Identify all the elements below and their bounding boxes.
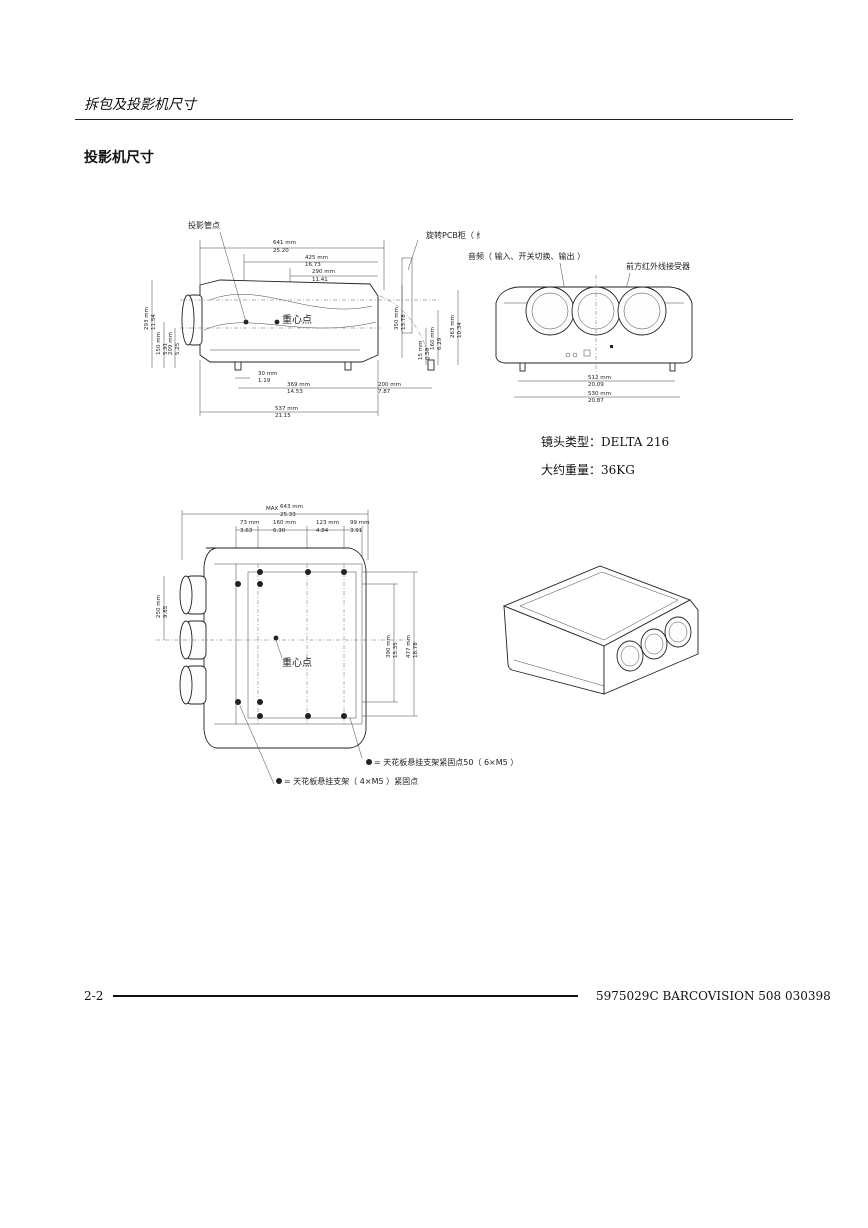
dim-123: 123 mm — [316, 520, 339, 526]
side-view-drawing: 641 mm 25.20 425 mm 16.73 290 mm 11.41 2… — [144, 220, 480, 419]
dim-200: 200 mm — [378, 382, 401, 388]
dim-643: 643 mm — [280, 504, 303, 510]
dim-263: 263 mm — [450, 315, 456, 338]
dim-30-in: 1.19 — [258, 378, 271, 384]
label-cog-side: 重心点 — [282, 313, 312, 326]
dim-99: 99 mm — [350, 520, 369, 526]
dim-369-in: 14.53 — [287, 389, 303, 395]
dim-641-in: 25.20 — [273, 248, 289, 254]
label-ir-receiver: 前方红外线接受器 — [626, 261, 690, 271]
dim-160-top: 160 mm — [273, 520, 296, 526]
dim-160-in: 6.29 — [437, 337, 443, 350]
footer-divider — [113, 995, 578, 997]
dim-643-in: 25.33 — [280, 512, 296, 518]
page-header-title: 拆包及投影机尺寸 — [84, 97, 196, 113]
label-pcb-rotate: 旋转PCB柜（ 维修用 ） — [426, 230, 480, 240]
dim-537: 537 mm — [275, 406, 298, 412]
dim-641: 641 mm — [273, 240, 296, 246]
dim-150: 150 mm — [156, 332, 162, 355]
dim-150-in: 5.91 — [163, 343, 169, 355]
dim-350-in: 13.78 — [401, 314, 407, 330]
top-view-drawing: MAX 643 mm 25.33 73 mm 3.63 160 mm 6.30 … — [156, 504, 518, 786]
dim-160-top-in: 6.30 — [273, 528, 286, 534]
dim-250: 250 mm — [156, 595, 162, 618]
dim-290-in: 11.41 — [312, 277, 328, 283]
footer-doc-id: 5975029C BARCOVISION 508 030398 — [596, 989, 831, 1003]
dim-425: 425 mm — [305, 255, 328, 261]
dim-123-in: 4.84 — [316, 528, 329, 534]
label-audio: 音频（ 输入、开关切换、输出 ） — [468, 251, 585, 261]
dim-209: 209 mm — [168, 332, 174, 355]
dim-425-in: 16.73 — [305, 262, 321, 268]
dim-512: 512 mm — [588, 375, 611, 381]
dim-209-in: 5.25 — [175, 342, 181, 355]
dim-293-in: 11.54 — [151, 314, 157, 330]
dim-369: 369 mm — [287, 382, 310, 388]
dim-350: 350 mm — [394, 307, 400, 330]
dim-390-in: 15.35 — [393, 642, 399, 658]
dim-73: 73 mm — [240, 520, 259, 526]
dim-250-in: 9.85 — [163, 605, 169, 618]
section-title: 投影机尺寸 — [84, 150, 154, 166]
label-cog-top: 重心点 — [282, 656, 312, 669]
dim-512-in: 20.09 — [588, 382, 604, 388]
footer-page-number: 2-2 — [84, 989, 104, 1003]
dim-30: 30 mm — [258, 371, 277, 377]
dim-263-in: 10.34 — [457, 322, 463, 338]
dim-293: 293 mm — [144, 307, 150, 330]
dim-390: 390 mm — [386, 635, 392, 658]
dim-73-in: 3.63 — [240, 528, 253, 534]
spec-lens-type: 镜头类型：DELTA 216 — [541, 435, 670, 449]
perspective-view-drawing — [502, 565, 699, 695]
dim-15-in: 0.59 — [425, 347, 431, 360]
dim-477-in: 18.78 — [413, 642, 419, 658]
header-divider — [75, 119, 793, 120]
dim-530-in: 20.87 — [588, 398, 604, 404]
dim-290: 290 mm — [312, 269, 335, 275]
dim-200-in: 7.87 — [378, 389, 391, 395]
dim-15: 15 mm — [418, 341, 424, 360]
dim-477: 477 mm — [406, 635, 412, 658]
legend-mount-50: = 天花板悬挂支架紧固点50（ 6×M5 ） — [374, 757, 518, 767]
dim-99-in: 3.91 — [350, 528, 362, 534]
front-view-drawing: 音频（ 输入、开关切换、输出 ） 前方红外线接受器 512 mm 20.09 5… — [468, 251, 693, 404]
dim-160: 160 mm — [430, 327, 436, 350]
label-tube-point: 投影管点 — [188, 220, 220, 230]
dim-530: 530 mm — [588, 391, 611, 397]
spec-weight: 大约重量：36KG — [541, 463, 635, 477]
dim-537-in: 21.15 — [275, 413, 291, 419]
label-max: MAX — [266, 506, 279, 512]
legend-mount-4: = 天花板悬挂支架（ 4×M5 ）紧固点 — [284, 776, 418, 786]
